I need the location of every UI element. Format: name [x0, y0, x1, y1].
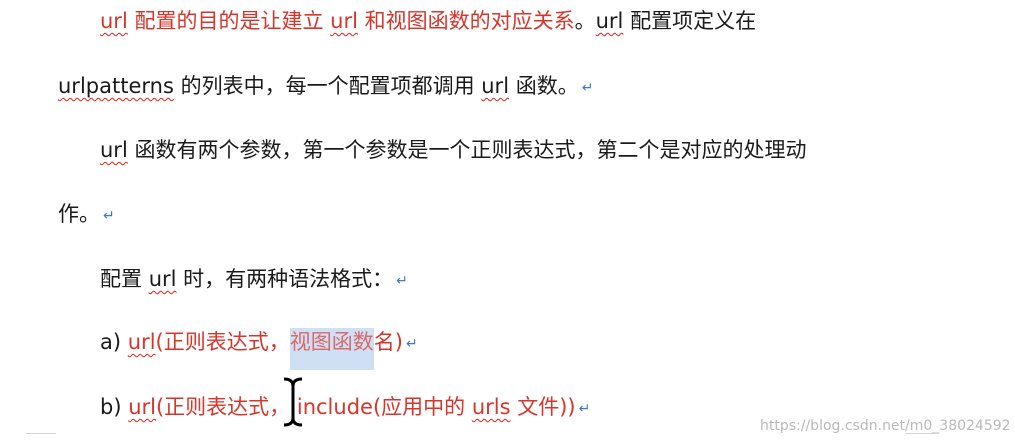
list-item-b: b) url(正则表达式， include(应用中的 urls 文件))↵	[100, 393, 590, 421]
paragraph-2-line-1: url 函数有两个参数，第一个参数是一个正则表达式，第二个是对应的处理动	[100, 136, 806, 164]
selected-text[interactable]: 视图函数	[289, 328, 374, 370]
paragraph-3: 配置 url 时，有两种语法格式：↵	[100, 265, 408, 293]
page-corner-mark	[26, 433, 56, 444]
word-url: url	[595, 9, 624, 33]
paragraph-mark-icon: ↵	[405, 336, 418, 352]
item-prefix: b)	[100, 395, 129, 419]
text-run: 函数有两个参数，第一个参数是一个正则表达式，第二个是对应的处理动	[127, 138, 807, 162]
word-url: url	[128, 395, 156, 419]
text-run: include(应用中的	[290, 395, 472, 419]
text-run: (正则表达式，	[155, 330, 290, 354]
page-corner-mark	[905, 433, 935, 444]
text-run: 时，有两种语法格式：	[176, 267, 394, 291]
list-item-a: a) url(正则表达式，视图函数名)↵	[100, 328, 418, 370]
word-url: url	[148, 267, 177, 291]
text-run: 文件))	[510, 395, 576, 419]
paragraph-mark-icon: ↵	[396, 273, 408, 289]
paragraph-mark-icon: ↵	[581, 80, 594, 96]
text-run: 配置项定义在	[623, 9, 757, 33]
word-urlpatterns: urlpatterns	[58, 74, 174, 98]
paragraph-2-line-2: 作。↵	[58, 200, 115, 228]
text-run: 作。	[58, 202, 100, 226]
watermark: https://blog.csdn.net/m0_38024592	[760, 418, 1011, 434]
word-url: url	[481, 74, 510, 98]
word-url: url	[100, 9, 128, 33]
paragraph-mark-icon: ↵	[578, 401, 591, 417]
text-run: 配置	[100, 267, 149, 291]
text-run: 名)	[373, 330, 403, 354]
text-run: 的列表中，每一个配置项都调用	[173, 74, 482, 98]
text-run: 。	[574, 9, 596, 33]
text-run: 配置的目的是让建立	[127, 9, 331, 33]
word-url: url	[127, 330, 156, 354]
text-run: 函数。	[509, 74, 579, 98]
text-run: 和视图函数的对应关系	[357, 9, 575, 33]
text-cursor-icon	[283, 377, 303, 427]
item-prefix: a)	[100, 330, 128, 354]
paragraph-1-line-1: url 配置的目的是让建立 url 和视图函数的对应关系。url 配置项定义在	[100, 7, 756, 35]
word-urls: urls	[471, 395, 511, 419]
text-run: (正则表达式，	[155, 395, 291, 419]
paragraph-1-line-2: urlpatterns 的列表中，每一个配置项都调用 url 函数。↵	[58, 72, 593, 100]
word-url: url	[330, 9, 358, 33]
paragraph-mark-icon: ↵	[103, 208, 115, 224]
word-url: url	[100, 138, 128, 162]
